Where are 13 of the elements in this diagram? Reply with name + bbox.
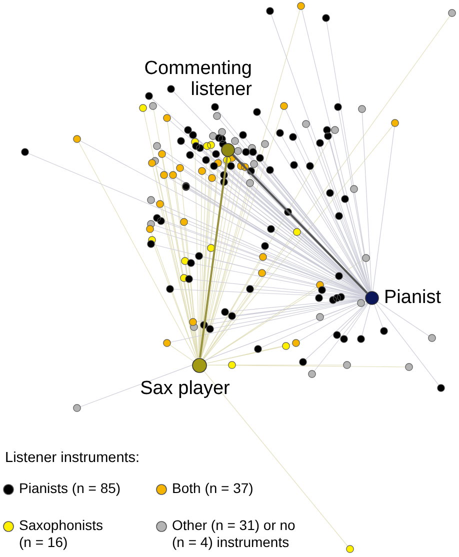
legend-title: Listener instruments: (5, 450, 140, 466)
legend-label: Other (n = 31) or no (n = 4) instruments (172, 517, 296, 551)
hub-node (221, 143, 235, 157)
legend-label: Both (n = 37) (172, 480, 254, 497)
hub-node (192, 358, 206, 372)
legend-label: Saxophonists (n = 16) (19, 517, 104, 551)
hub-node (365, 291, 379, 305)
node-label: Commenting listener (143, 58, 252, 100)
connector-line (199, 156, 228, 358)
node-label: Pianist (384, 287, 442, 308)
connector-line (232, 154, 368, 294)
legend-label: Pianists (n = 85) (19, 480, 122, 497)
node-label: Sax player (139, 378, 231, 399)
